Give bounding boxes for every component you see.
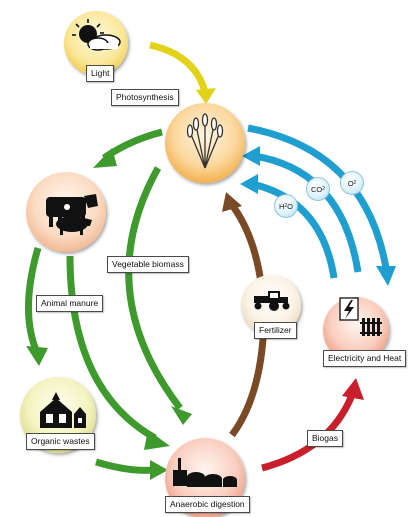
vegetable-biomass-label: Vegetable biomass	[107, 256, 189, 273]
digester-icon	[173, 458, 237, 487]
cow-pig-icon	[46, 194, 98, 235]
manure-to-digestion-arrowhead	[144, 430, 170, 450]
o2-base: O	[347, 178, 354, 188]
biogas-label: Biogas	[307, 430, 343, 447]
anaerobic-digestion-label: Anaerobic digestion	[165, 496, 250, 513]
light-label: Light	[86, 65, 115, 82]
h2o-arrowhead	[240, 174, 258, 194]
h2o-sub: 2	[284, 203, 288, 209]
barn-icon	[40, 392, 86, 428]
sun-cloud-icon	[72, 19, 121, 51]
animals-to-wastes-arrowhead	[26, 346, 48, 366]
photosynthesis-arrowhead	[196, 88, 216, 104]
tractor-icon	[254, 291, 290, 311]
o2-arrow	[247, 124, 390, 269]
wastes-to-digestion-arrow	[95, 458, 153, 474]
co2-sub: 2	[322, 186, 326, 192]
lightning-radiator-icon	[339, 297, 382, 336]
biomass-to-digestion-arrow	[125, 166, 183, 411]
fertilizer-arrowhead	[222, 192, 242, 212]
o2-sub: 2	[353, 180, 357, 186]
biomass-to-digestion-arrowhead	[171, 406, 192, 425]
co2-arrowhead	[242, 146, 260, 166]
fertilizer-label: Fertilizer	[254, 322, 297, 339]
biogas-arrowhead	[342, 378, 364, 400]
h2o-tail: O	[287, 201, 294, 211]
wastes-to-digestion-arrowhead	[150, 460, 168, 480]
o2-arrowhead	[376, 266, 396, 286]
photosynthesis-label: Photosynthesis	[111, 89, 179, 106]
co2-base: CO	[310, 184, 323, 194]
electricity-heat-label: Electricity and Heat	[323, 350, 407, 367]
h2o-arrow	[251, 180, 338, 279]
animals-to-wastes-arrow	[24, 247, 42, 352]
photosynthesis-arrow	[149, 41, 209, 94]
wheat-icon	[186, 113, 224, 169]
wheat-to-animals-arrowhead	[93, 148, 117, 168]
h2o-base: H	[278, 201, 285, 211]
animal-manure-label: Animal manure	[36, 295, 104, 312]
manure-to-digestion-arrow	[66, 255, 157, 442]
organic-wastes-label: Organic wastes	[26, 433, 95, 450]
